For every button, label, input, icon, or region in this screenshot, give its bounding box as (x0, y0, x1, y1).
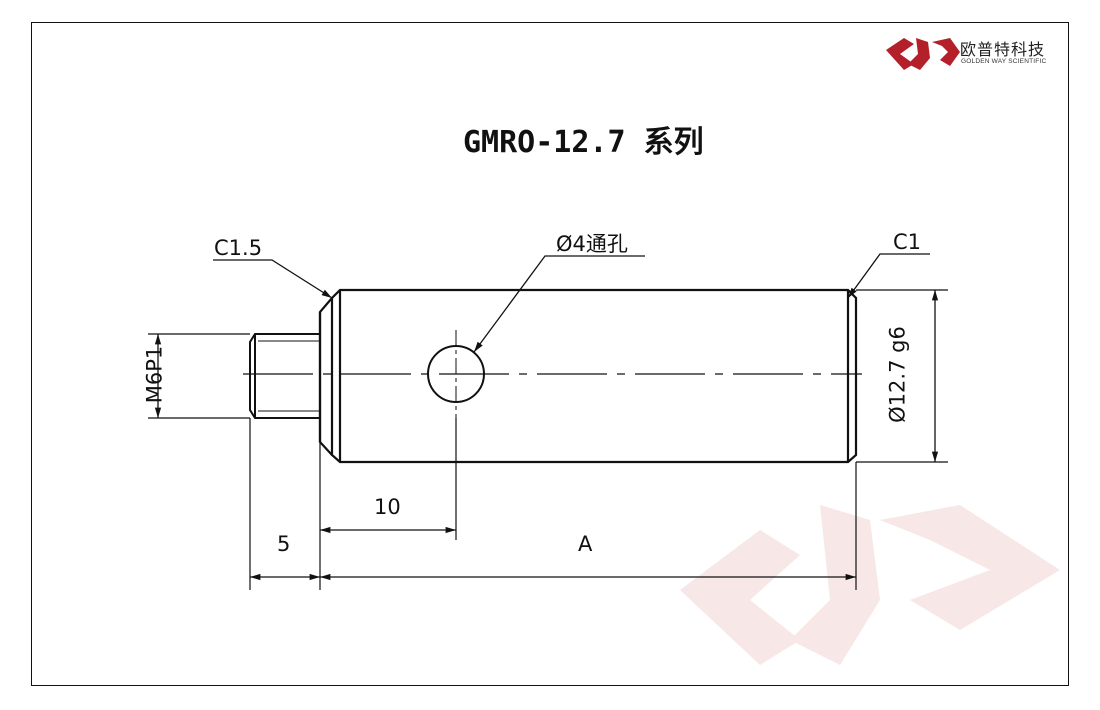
brand-logo-icon (886, 38, 960, 70)
leader-lines (213, 253, 930, 353)
dimension-lines (154, 290, 939, 581)
label-dim-10: 10 (374, 495, 401, 519)
label-chamfer-left: C1.5 (214, 236, 263, 260)
pin-body (318, 288, 858, 464)
label-diameter: Ø12.7 g6 (885, 326, 910, 423)
watermark-logo (680, 505, 1060, 665)
label-dim-A: A (578, 532, 593, 556)
label-thread: M6P1 (142, 345, 167, 404)
brand-block: 欧普特科技 GOLDEN WAY SCIENTIFIC (884, 34, 1064, 74)
label-hole: Ø4通孔 (556, 232, 628, 256)
thread-stub (249, 333, 320, 419)
extension-lines (148, 289, 948, 590)
brand-name-cn: 欧普特科技 (960, 40, 1046, 59)
label-chamfer-right: C1 (893, 230, 922, 254)
label-dim-5: 5 (277, 532, 291, 556)
drawing-title: GMRO-12.7 系列 (463, 125, 704, 160)
drawing-frame (31, 22, 1069, 686)
brand-name-en: GOLDEN WAY SCIENTIFIC (961, 58, 1047, 65)
